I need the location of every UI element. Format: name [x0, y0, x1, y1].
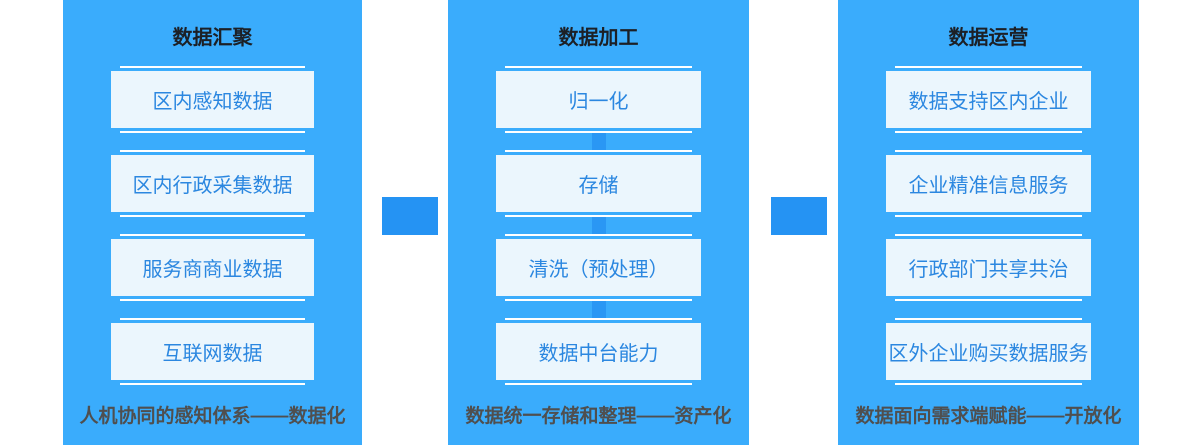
flow-box: 数据中台能力 — [496, 323, 701, 380]
box-step-connector — [591, 215, 606, 236]
panel-data-processing: 数据加工 归一化 存储 清洗（预处理） 数据中台能力 数据统一存储和整理——资产… — [448, 0, 749, 445]
divider-line-top — [895, 318, 1082, 320]
divider-line-top — [505, 234, 692, 236]
flow-box: 区外企业购买数据服务 — [886, 323, 1091, 380]
panel-title: 数据汇聚 — [172, 27, 253, 49]
divider-line-bottom — [895, 383, 1082, 385]
flow-box-row: 服务商商业数据 — [111, 234, 314, 301]
divider-line-top — [895, 150, 1082, 152]
panel-title: 数据运营 — [948, 27, 1029, 49]
divider-line-bottom — [120, 299, 305, 301]
flow-box: 企业精准信息服务 — [886, 155, 1091, 212]
flow-box: 清洗（预处理） — [496, 239, 701, 296]
flow-box-row: 行政部门共享共治 — [886, 234, 1091, 301]
divider-line-top — [120, 318, 305, 320]
flow-box: 存储 — [496, 155, 701, 212]
divider-line-bottom — [120, 131, 305, 133]
divider-line-top — [120, 150, 305, 152]
divider-line-top — [505, 66, 692, 68]
divider-line-bottom — [505, 215, 692, 217]
divider-line-top — [895, 66, 1082, 68]
flow-box-row: 归一化 — [496, 66, 701, 133]
box-step-connector — [591, 131, 606, 152]
divider-line-bottom — [895, 215, 1082, 217]
divider-line-bottom — [505, 131, 692, 133]
divider-line-top — [505, 150, 692, 152]
divider-line-bottom — [505, 299, 692, 301]
divider-line-bottom — [505, 383, 692, 385]
panel-caption: 人机协同的感知体系——数据化 — [79, 406, 346, 427]
divider-line-bottom — [895, 299, 1082, 301]
divider-line-bottom — [120, 383, 305, 385]
panel-caption: 数据面向需求端赋能——开放化 — [855, 406, 1122, 427]
box-step-connector — [591, 299, 606, 320]
divider-line-top — [120, 234, 305, 236]
divider-line-top — [505, 318, 692, 320]
flow-box: 归一化 — [496, 71, 701, 128]
flow-box-row: 企业精准信息服务 — [886, 150, 1091, 217]
divider-line-bottom — [895, 131, 1082, 133]
flow-box: 互联网数据 — [111, 323, 314, 380]
flow-box: 服务商商业数据 — [111, 239, 314, 296]
panel-flow-connector — [771, 197, 827, 235]
panel-title: 数据加工 — [558, 27, 639, 49]
flow-box-row: 存储 — [496, 150, 701, 217]
flow-box: 行政部门共享共治 — [886, 239, 1091, 296]
panel-data-aggregation: 数据汇聚 区内感知数据 区内行政采集数据 服务商商业数据 互联网数据 人机协同的… — [63, 0, 362, 445]
flow-box-row: 数据支持区内企业 — [886, 66, 1091, 133]
flow-box-row: 区内感知数据 — [111, 66, 314, 133]
divider-line-bottom — [120, 215, 305, 217]
panel-flow-connector — [382, 197, 438, 235]
flow-box-row: 数据中台能力 — [496, 318, 701, 385]
flow-box-row: 清洗（预处理） — [496, 234, 701, 301]
flow-box: 数据支持区内企业 — [886, 71, 1091, 128]
panel-data-operation: 数据运营 数据支持区内企业 企业精准信息服务 行政部门共享共治 区外企业购买数据… — [838, 0, 1139, 445]
flow-box: 区内感知数据 — [111, 71, 314, 128]
flow-box-row: 区外企业购买数据服务 — [886, 318, 1091, 385]
flow-box-row: 区内行政采集数据 — [111, 150, 314, 217]
flow-box-row: 互联网数据 — [111, 318, 314, 385]
panel-caption: 数据统一存储和整理——资产化 — [465, 406, 732, 427]
divider-line-top — [895, 234, 1082, 236]
flow-box: 区内行政采集数据 — [111, 155, 314, 212]
divider-line-top — [120, 66, 305, 68]
